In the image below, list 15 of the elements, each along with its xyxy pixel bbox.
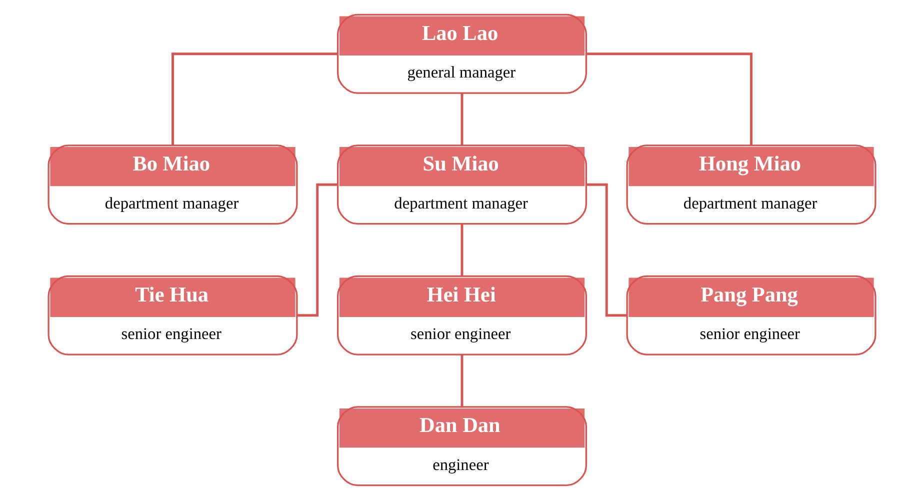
- node-box: Tie Hua senior engineer: [48, 275, 298, 356]
- connector: [460, 354, 464, 406]
- connector: [460, 224, 464, 276]
- node-box: Pang Pang senior engineer: [626, 275, 876, 356]
- node-box: Bo Miao department manager: [48, 144, 298, 225]
- connector: [460, 93, 464, 145]
- node-box: Hei Hei senior engineer: [336, 275, 588, 356]
- connector: [586, 183, 627, 317]
- node-box: Su Miao department manager: [336, 144, 588, 225]
- node-box: Lao Lao general manager: [336, 14, 588, 94]
- connector: [172, 52, 338, 146]
- connector: [586, 52, 752, 146]
- node-box: Dan Dan engineer: [336, 406, 588, 486]
- node-box: Hong Miao department manager: [626, 144, 876, 225]
- connector: [297, 183, 338, 317]
